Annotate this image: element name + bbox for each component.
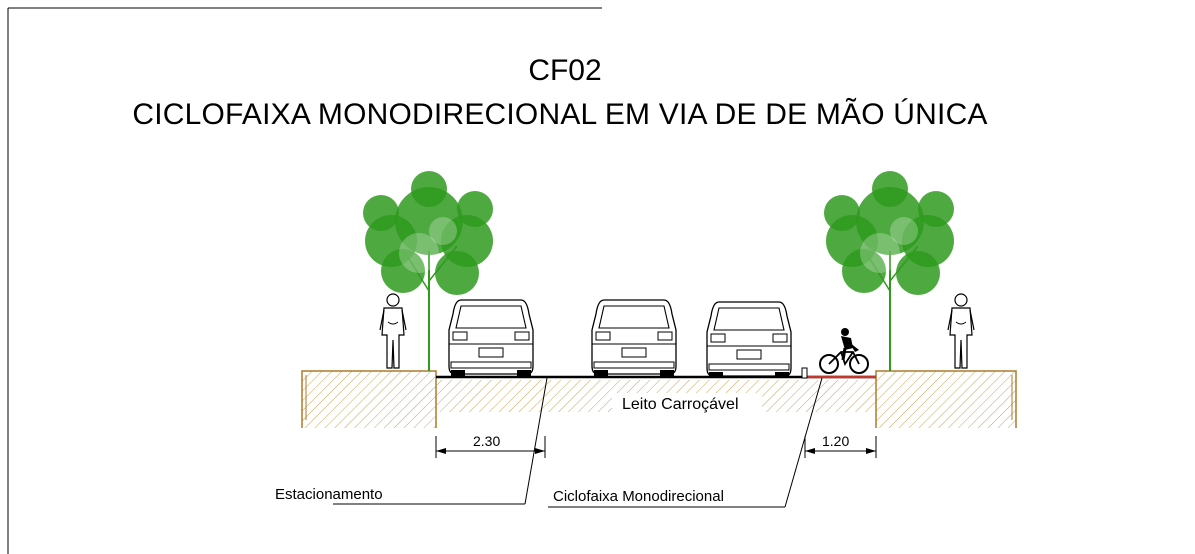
car-rear-icon — [448, 299, 534, 377]
bike-lane-width-label: 1.20 — [822, 433, 849, 449]
page-title: CF02 — [528, 54, 602, 87]
car-rear-icon — [706, 301, 792, 379]
parking-label: Estacionamento — [275, 486, 383, 503]
car-rear-icon — [591, 299, 677, 377]
cyclist-icon — [819, 328, 869, 374]
left-sidewalk — [301, 370, 437, 428]
bike-lane-label: Ciclofaixa Monodirecional — [553, 488, 724, 505]
bike-lane-leader — [548, 377, 823, 508]
parking-leader — [333, 377, 548, 505]
parking-width-label: 2.30 — [473, 433, 500, 449]
bike-lane-dimension — [804, 436, 877, 458]
roadway-label: Leito Carroçável — [622, 396, 739, 413]
page-subtitle: CICLOFAIXA MONODIRECIONAL EM VIA DE DE M… — [132, 98, 988, 131]
pedestrian-icon — [379, 293, 407, 369]
roadway — [436, 367, 876, 413]
pedestrian-icon — [947, 293, 975, 369]
parking-dimension — [435, 436, 546, 458]
right-sidewalk — [875, 370, 1017, 428]
